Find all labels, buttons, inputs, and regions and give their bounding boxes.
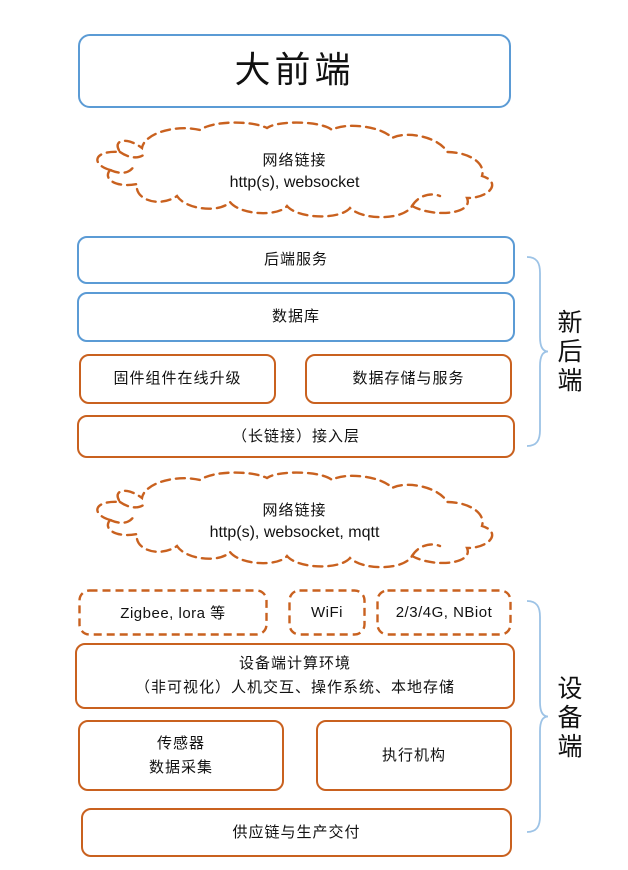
- supply-chain-box: 供应链与生产交付: [81, 808, 512, 857]
- device-env-line2: （非可视化）人机交互、操作系统、本地存储: [134, 679, 455, 696]
- cellular-label: 2/3/4G, NBiot: [395, 604, 493, 621]
- frontend-box: 大前端: [78, 34, 511, 108]
- firmware-upgrade-box: 固件组件在线升级: [79, 354, 276, 404]
- supply-chain-label: 供应链与生产交付: [232, 823, 361, 841]
- network-cloud-top: 网络链接 http(s), websocket: [82, 118, 507, 223]
- data-storage-box: 数据存储与服务: [305, 354, 512, 404]
- brace-icon-device: [526, 600, 549, 833]
- access-layer-box: （长链接）接入层: [77, 415, 515, 458]
- device-env-line1: 设备端计算环境: [238, 655, 351, 673]
- wifi-label: WiFi: [311, 604, 343, 621]
- cloud-bottom-title: 网络链接: [262, 502, 327, 519]
- sensor-line1: 传感器: [156, 734, 205, 752]
- zigbee-label: Zigbee, lora 等: [120, 605, 226, 622]
- dashed-border: [376, 589, 512, 636]
- zigbee-box: Zigbee, lora 等: [78, 589, 268, 636]
- network-cloud-bottom: 网络链接 http(s), websocket, mqtt: [82, 468, 507, 573]
- actuator-label: 执行机构: [381, 746, 446, 764]
- cloud-icon: [96, 471, 494, 569]
- backend-service-label: 后端服务: [263, 251, 328, 269]
- new-backend-label: 新后端: [554, 308, 583, 396]
- cellular-box: 2/3/4G, NBiot: [376, 589, 512, 636]
- database-box: 数据库: [77, 292, 515, 342]
- database-label: 数据库: [271, 308, 320, 326]
- access-layer-label: （长链接）接入层: [231, 427, 360, 445]
- device-env-box: 设备端计算环境 （非可视化）人机交互、操作系统、本地存储: [75, 643, 515, 709]
- brace-icon-new-backend: [526, 256, 549, 447]
- device-side-label: 设备端: [554, 674, 583, 762]
- dashed-border: [78, 589, 268, 636]
- sensor-line2: 数据采集: [148, 758, 213, 776]
- sensor-box: 传感器 数据采集: [78, 720, 284, 791]
- actuator-box: 执行机构: [316, 720, 512, 791]
- frontend-label: 大前端: [234, 49, 355, 91]
- data-storage-label: 数据存储与服务: [352, 370, 465, 388]
- cloud-top-protocols: http(s), websocket: [229, 174, 360, 191]
- dashed-border: [288, 589, 366, 636]
- cloud-icon: [96, 121, 494, 219]
- firmware-upgrade-label: 固件组件在线升级: [113, 370, 242, 388]
- cloud-bottom-protocols: http(s), websocket, mqtt: [209, 524, 380, 541]
- backend-service-box: 后端服务: [77, 236, 515, 284]
- cloud-top-title: 网络链接: [262, 152, 327, 169]
- wifi-box: WiFi: [288, 589, 366, 636]
